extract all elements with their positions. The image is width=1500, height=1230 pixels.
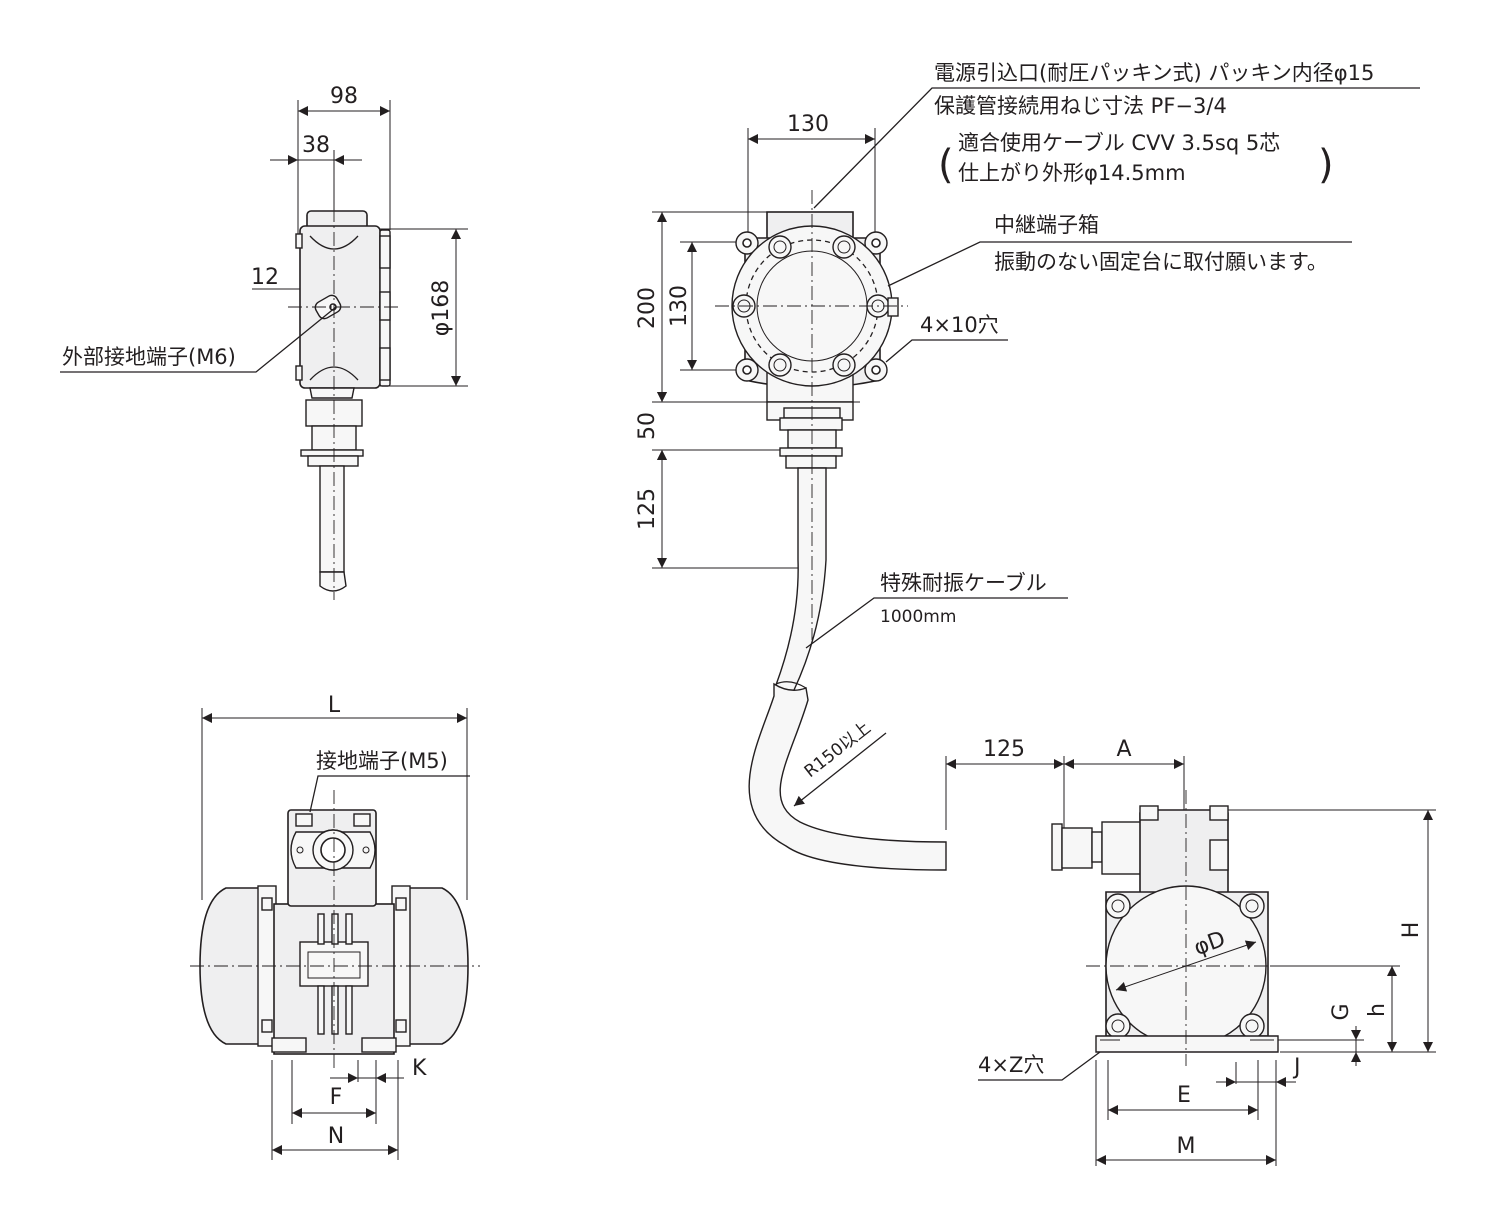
- motor-H-label: H: [1399, 922, 1424, 939]
- external-ground-label: 外部接地端子(M6): [62, 345, 236, 369]
- top-200-label: 200: [635, 287, 660, 329]
- inlet-line-3: 適合使用ケーブル CVV 3.5sq 5芯: [958, 131, 1280, 155]
- side-38-label: 38: [302, 133, 330, 158]
- holes-4x10-label: 4×10穴: [920, 313, 999, 337]
- motor-E-label: E: [1177, 1083, 1191, 1108]
- cable-length-label: 1000mm: [880, 607, 956, 627]
- relay-box-note: 振動のない固定台に取付願います。: [994, 250, 1328, 274]
- relay-box-label: 中継端子箱: [994, 213, 1099, 237]
- inlet-line-1: 電源引込口(耐圧パッキン式) パッキン内径φ15: [934, 61, 1374, 85]
- vibration-cable: 特殊耐振ケーブル 1000mm R150以上: [748, 460, 1068, 871]
- front-K-label: K: [412, 1056, 427, 1081]
- motor-dimensions: 125 A φD H h G J 4×Z穴 E M: [946, 737, 1433, 1165]
- front-F-label: F: [330, 1085, 343, 1110]
- svg-text:): ): [1318, 142, 1334, 188]
- top-dimensions: 130 200 130 50 125: [635, 112, 875, 568]
- side-98-label: 98: [330, 84, 358, 109]
- front-N-label: N: [328, 1124, 344, 1149]
- top-50-label: 50: [635, 412, 660, 440]
- side-dimensions: 98 38 12 φ168 外部接地端子(M6): [62, 84, 461, 386]
- front-dimensions: L 接地端子(M5) K F N: [202, 693, 467, 1155]
- side-168-label: φ168: [429, 280, 454, 337]
- motor-M-label: M: [1177, 1134, 1196, 1159]
- svg-text:(: (: [938, 142, 954, 188]
- motor-G-label: G: [1329, 1003, 1354, 1020]
- top-125-label: 125: [635, 488, 660, 530]
- inlet-line-4: 仕上がり外形φ14.5mm: [958, 161, 1186, 185]
- inlet-line-2: 保護管接続用ねじ寸法 PF−3/4: [934, 94, 1227, 118]
- top-view-relay-box: [652, 128, 908, 580]
- motor-holes-label: 4×Z穴: [978, 1053, 1044, 1077]
- motor-side-view: [945, 756, 1436, 1166]
- top-130-height-label: 130: [667, 285, 692, 327]
- motor-A-label: A: [1116, 737, 1131, 762]
- front-view-vibrator: [190, 708, 480, 1160]
- side-12-label: 12: [251, 265, 279, 290]
- top-130-width-label: 130: [787, 112, 829, 137]
- cable-name-label: 特殊耐振ケーブル: [880, 571, 1047, 595]
- front-ground-label: 接地端子(M5): [316, 749, 448, 773]
- inlet-notes: 電源引込口(耐圧パッキン式) パッキン内径φ15 保護管接続用ねじ寸法 PF−3…: [813, 61, 1420, 363]
- motor-125-label: 125: [983, 737, 1025, 762]
- side-view-relay-box: [60, 100, 468, 600]
- motor-J-label: J: [1292, 1055, 1301, 1080]
- front-L-label: L: [328, 693, 341, 718]
- motor-h-label: h: [1365, 1003, 1390, 1017]
